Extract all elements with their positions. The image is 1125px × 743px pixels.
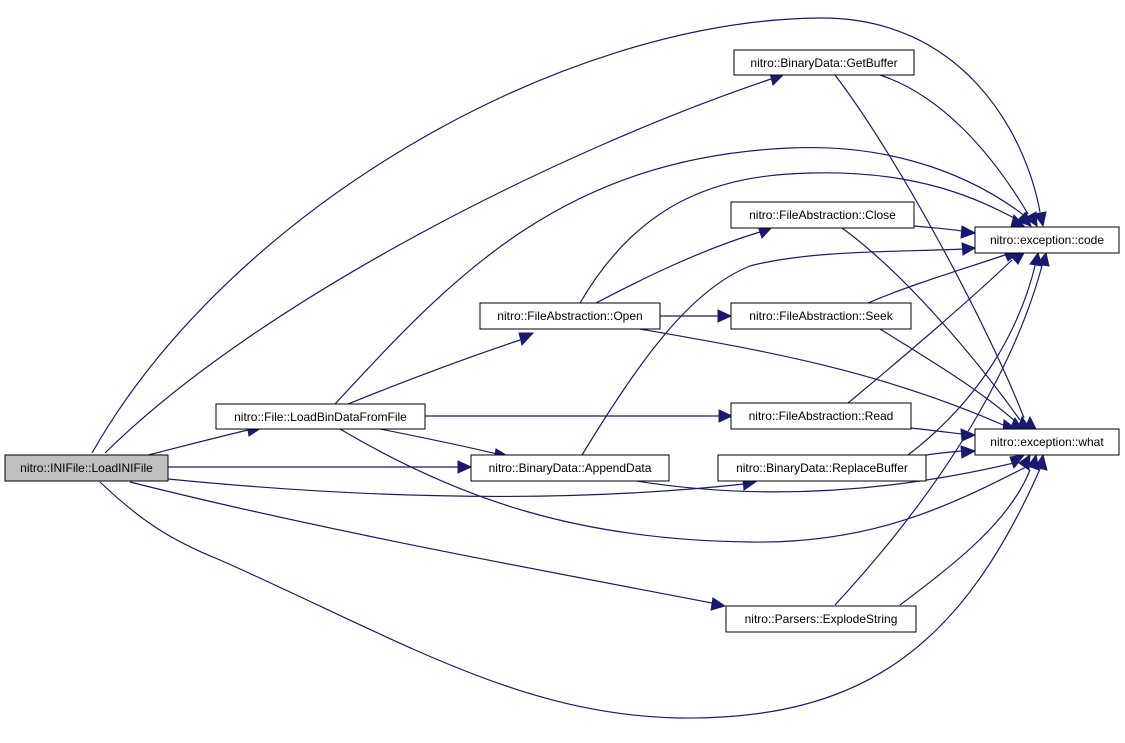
- arrowhead: [1033, 211, 1047, 228]
- edge-loadini-loadbin: [147, 429, 249, 456]
- arrowhead: [1024, 415, 1037, 430]
- node-label: nitro::File::LoadBinDataFromFile: [234, 410, 407, 424]
- arrowhead: [1016, 211, 1032, 227]
- node-append[interactable]: nitro::BinaryData::AppendData: [470, 454, 670, 482]
- arrowhead: [1009, 252, 1025, 265]
- arrowhead: [960, 428, 977, 442]
- edge-close-code: [913, 225, 963, 232]
- node-read[interactable]: nitro::FileAbstraction::Read: [730, 402, 912, 430]
- edge-open-code: [579, 172, 1019, 304]
- edge-loadbin-open: [347, 339, 521, 405]
- node-getbuffer[interactable]: nitro::BinaryData::GetBuffer: [733, 49, 915, 76]
- arrowhead: [1024, 211, 1038, 227]
- edge-loadbin-code: [334, 146, 1031, 405]
- node-loadini[interactable]: nitro::INIFile::LoadINIFile: [4, 454, 169, 482]
- arrowhead: [1009, 454, 1026, 470]
- arrowhead: [961, 242, 977, 256]
- arrowheads: [246, 72, 1050, 611]
- edge-explode-code: [834, 261, 1044, 606]
- node-loadbin[interactable]: nitro::File::LoadBinDataFromFile: [215, 403, 426, 430]
- edge-loadini-replace: [167, 478, 745, 498]
- node-label: nitro::FileAbstraction::Open: [497, 309, 642, 323]
- arrowhead: [960, 225, 977, 239]
- edge-append-code: [581, 248, 966, 456]
- edges: [91, 17, 1044, 719]
- node-replace[interactable]: nitro::BinaryData::ReplaceBuffer: [717, 454, 927, 482]
- edge-seek-code: [867, 254, 1006, 304]
- edge-open-close: [595, 231, 761, 304]
- arrowhead: [1036, 251, 1050, 267]
- arrowhead: [1034, 453, 1048, 471]
- arrowhead: [518, 332, 535, 347]
- arrowhead: [457, 460, 473, 474]
- edge-getbuffer-code: [879, 74, 1029, 215]
- edge-loadbin-append: [379, 428, 498, 455]
- edge-loadini-explode: [129, 481, 713, 604]
- edge-read-code: [847, 259, 1013, 404]
- node-code[interactable]: nitro::exception::code: [974, 226, 1120, 254]
- edge-seek-what: [879, 328, 1017, 423]
- node-what[interactable]: nitro::exception::what: [974, 428, 1120, 456]
- edge-getbuffer-what: [834, 74, 1025, 419]
- node-label: nitro::BinaryData::AppendData: [489, 461, 652, 475]
- node-label: nitro::BinaryData::GetBuffer: [750, 56, 897, 70]
- node-label: nitro::FileAbstraction::Read: [749, 409, 894, 423]
- node-open[interactable]: nitro::FileAbstraction::Open: [479, 302, 661, 330]
- node-label: nitro::FileAbstraction::Seek: [749, 309, 893, 323]
- edge-loadini-what: [99, 468, 1041, 719]
- edge-loadini-getbuffer: [104, 78, 772, 454]
- node-seek[interactable]: nitro::FileAbstraction::Seek: [730, 302, 912, 330]
- edge-loadini-code: [91, 17, 1041, 454]
- node-label: nitro::FileAbstraction::Close: [749, 208, 896, 222]
- node-label: nitro::exception::what: [990, 435, 1104, 449]
- edge-append-what: [629, 461, 1019, 493]
- edge-close-what: [841, 227, 1021, 421]
- edge-replace-code: [907, 261, 1037, 456]
- arrowhead: [717, 309, 733, 323]
- edge-open-what: [639, 328, 1011, 429]
- arrowhead: [718, 409, 734, 423]
- edge-replace-what: [925, 450, 963, 456]
- node-label: nitro::exception::code: [990, 233, 1104, 247]
- node-close[interactable]: nitro::FileAbstraction::Close: [730, 201, 915, 229]
- arrowhead: [710, 597, 727, 611]
- arrowhead: [960, 445, 977, 459]
- node-label: nitro::INIFile::LoadINIFile: [20, 461, 153, 475]
- edge-loadbin-what: [339, 428, 1031, 543]
- edge-explode-what: [899, 469, 1031, 606]
- node-explode[interactable]: nitro::Parsers::ExplodeString: [725, 605, 917, 633]
- node-label: nitro::BinaryData::ReplaceBuffer: [736, 461, 908, 475]
- node-label: nitro::Parsers::ExplodeString: [745, 612, 898, 626]
